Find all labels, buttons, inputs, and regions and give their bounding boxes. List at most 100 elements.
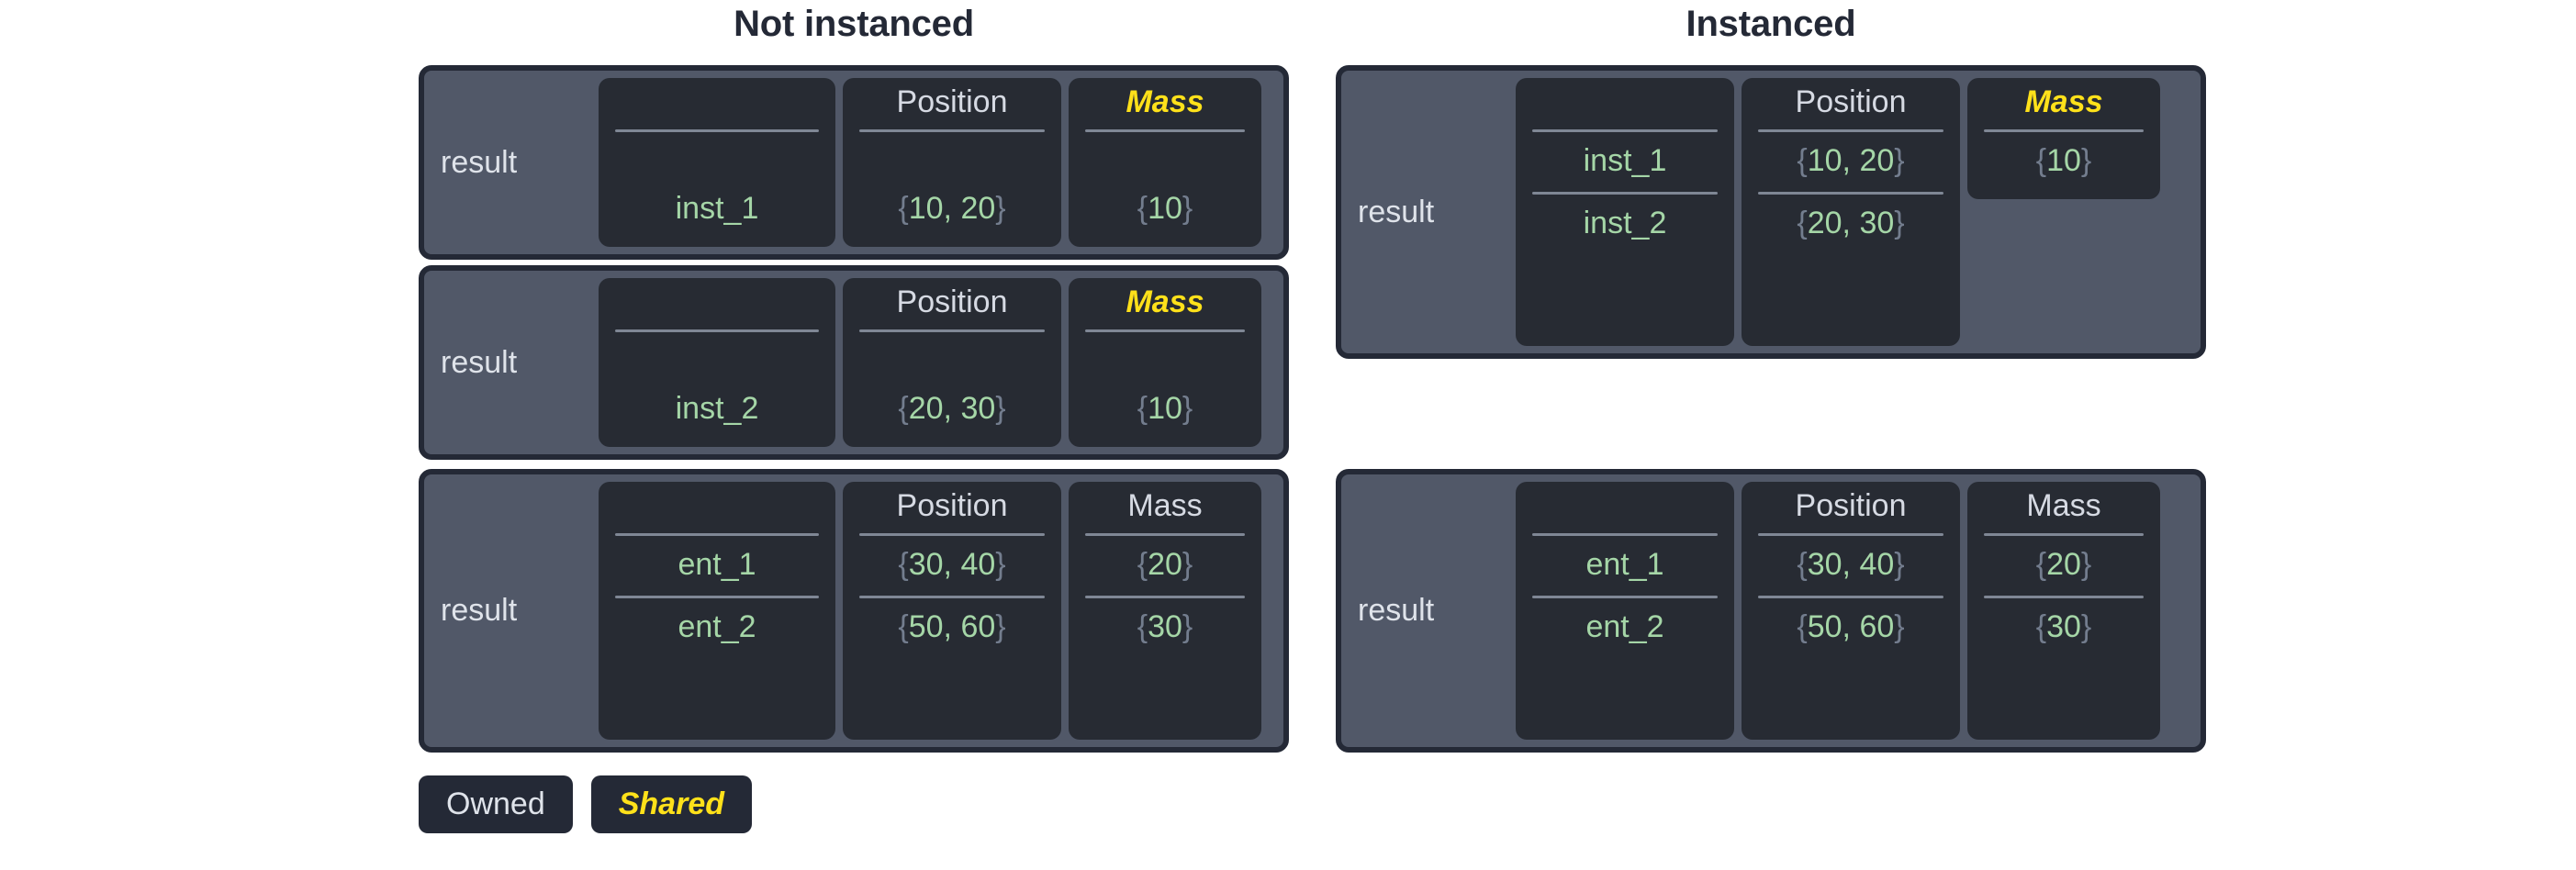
column-name[interactable]: inst_1 xyxy=(599,78,835,247)
cell-mass-value: 10 xyxy=(1148,191,1182,226)
brace-close: } xyxy=(1894,206,1905,241)
brace-open: { xyxy=(1797,609,1808,645)
cell-name: inst_2 xyxy=(1583,206,1667,241)
cell-position-value: 30, 40 xyxy=(1807,547,1895,583)
header-separator xyxy=(859,329,1045,333)
brace-close: } xyxy=(1182,191,1193,226)
cell-name: inst_1 xyxy=(1583,143,1667,179)
result-label: result xyxy=(441,144,518,180)
cell-position: {50, 60} xyxy=(856,604,1048,652)
column-name[interactable]: ent_1 ent_2 xyxy=(599,482,835,740)
brace-close: } xyxy=(995,609,1006,645)
table-instanced-1: result inst_1 inst_2 Position {10, 20} {… xyxy=(1336,65,2206,359)
column-mass[interactable]: Mass {10} xyxy=(1069,278,1261,447)
columns-area: inst_1 Position {10, 20} Mass {10} xyxy=(599,71,1283,254)
brace-close: } xyxy=(1182,391,1193,426)
cell-position-value: 10, 20 xyxy=(908,191,996,226)
brace-open: { xyxy=(898,547,909,583)
row-separator xyxy=(1532,596,1718,599)
header-separator xyxy=(1532,129,1718,133)
header-separator xyxy=(615,129,819,133)
brace-open: { xyxy=(2035,609,2047,645)
header-separator xyxy=(1984,129,2144,133)
table-not-instanced-2: result inst_2 Position {20, 30} Mass {10… xyxy=(419,265,1289,460)
column-mass-shared[interactable]: Mass {10} xyxy=(1967,78,2160,200)
brace-open: { xyxy=(1137,391,1148,426)
column-header-name xyxy=(611,284,823,324)
cell-mass: {30} xyxy=(1081,604,1249,652)
column-position[interactable]: Position {20, 30} xyxy=(843,278,1061,447)
column-header-mass: Mass xyxy=(1126,84,1204,119)
cell-mass-value: 20 xyxy=(2046,547,2081,583)
column-mass[interactable]: Mass {20} {30} xyxy=(1967,482,2160,740)
cell-name: ent_1 xyxy=(1585,547,1664,583)
cell-position-value: 50, 60 xyxy=(908,609,996,645)
table-not-instanced-3: result ent_1 ent_2 Position {30, 40} {50… xyxy=(419,469,1289,753)
columns-area: ent_1 ent_2 Position {30, 40} {50, 60} M… xyxy=(1516,474,2201,747)
result-label-cell: result xyxy=(424,474,599,747)
brace-open: { xyxy=(1137,609,1148,645)
columns-area: inst_1 inst_2 Position {10, 20} {20, 30}… xyxy=(1516,71,2201,353)
cell-mass-value: 30 xyxy=(2046,609,2081,645)
brace-open: { xyxy=(1137,191,1148,226)
column-position[interactable]: Position {30, 40} {50, 60} xyxy=(1742,482,1960,740)
brace-close: } xyxy=(2080,547,2092,583)
column-mass[interactable]: Mass {10} xyxy=(1069,78,1261,247)
cell-mass-value: 20 xyxy=(1148,547,1182,583)
cell-mass: {30} xyxy=(1980,604,2147,652)
column-position[interactable]: Position {10, 20} {20, 30} xyxy=(1742,78,1960,346)
brace-close: } xyxy=(995,391,1006,426)
column-position[interactable]: Position {30, 40} {50, 60} xyxy=(843,482,1061,740)
cell-position: {30, 40} xyxy=(1754,541,1947,590)
header-separator xyxy=(615,329,819,333)
brace-close: } xyxy=(995,547,1006,583)
column-header-position: Position xyxy=(1795,488,1907,523)
legend-chip-owned[interactable]: Owned xyxy=(419,775,573,834)
brace-close: } xyxy=(2080,609,2092,645)
column-position[interactable]: Position {10, 20} xyxy=(843,78,1061,247)
brace-open: { xyxy=(898,391,909,426)
cell-position-value: 10, 20 xyxy=(1807,143,1895,179)
cell-name: ent_2 xyxy=(1585,609,1664,645)
cell-mass: {20} xyxy=(1980,541,2147,590)
brace-close: } xyxy=(2080,143,2092,179)
cell-position: {20, 30} xyxy=(1754,200,1947,249)
cell-mass: {10} xyxy=(1081,185,1249,234)
column-header-mass: Mass xyxy=(1127,488,1203,523)
brace-open: { xyxy=(1797,206,1808,241)
cell-mass-value: 10 xyxy=(2046,143,2081,179)
brace-open: { xyxy=(2035,547,2047,583)
result-label: result xyxy=(441,344,518,380)
column-header-position: Position xyxy=(896,284,1008,319)
column-name[interactable]: inst_2 xyxy=(599,278,835,447)
cell-name: ent_1 xyxy=(678,547,756,583)
header-separator xyxy=(1758,129,1943,133)
brace-open: { xyxy=(1137,547,1148,583)
legend-chip-shared[interactable]: Shared xyxy=(590,775,752,834)
column-mass[interactable]: Mass {20} {30} xyxy=(1069,482,1261,740)
cell-mass-value: 10 xyxy=(1148,391,1182,426)
column-name[interactable]: ent_1 ent_2 xyxy=(1516,482,1734,740)
brace-open: { xyxy=(898,191,909,226)
brace-close: } xyxy=(1894,609,1905,645)
heading-instanced: Instanced xyxy=(1686,4,1856,44)
column-header-mass: Mass xyxy=(2024,84,2103,119)
brace-close: } xyxy=(1894,143,1905,179)
column-name[interactable]: inst_1 inst_2 xyxy=(1516,78,1734,346)
result-label-cell: result xyxy=(424,271,599,454)
cell-position: {20, 30} xyxy=(856,385,1048,434)
cell-mass: {10} xyxy=(1980,138,2147,186)
header-separator xyxy=(615,533,819,537)
cell-position-value: 20, 30 xyxy=(1807,206,1895,241)
column-header-name xyxy=(1529,487,1721,528)
legend: Owned Shared xyxy=(419,775,752,834)
result-label-cell: result xyxy=(424,71,599,254)
row-separator xyxy=(1085,596,1245,599)
header-separator xyxy=(1532,533,1718,537)
header-separator xyxy=(859,533,1045,537)
cell-name: inst_2 xyxy=(675,391,759,426)
column-header-name xyxy=(1529,84,1721,124)
brace-open: { xyxy=(2035,143,2047,179)
cell-position: {10, 20} xyxy=(1754,138,1947,186)
brace-open: { xyxy=(898,609,909,645)
